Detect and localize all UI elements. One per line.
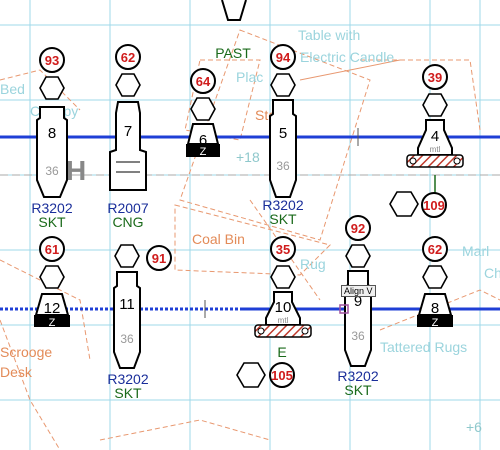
svg-text:SKT: SKT	[344, 382, 372, 398]
svg-text:105: 105	[271, 368, 293, 383]
fixture-6[interactable]: 64 Z 6	[186, 68, 220, 158]
svg-text:R3202: R3202	[107, 371, 148, 387]
svg-text:R3202: R3202	[337, 368, 378, 384]
accessory-pair-105[interactable]: 105	[236, 362, 295, 388]
fixture-8-lower[interactable]: 62 Z 8	[417, 236, 453, 329]
svg-text:62: 62	[428, 242, 442, 257]
svg-text:Z: Z	[432, 317, 439, 329]
fixture-12[interactable]: 61 Z 12	[34, 236, 70, 329]
svg-text:36: 36	[351, 329, 365, 343]
ellipsoidal-spotlight-icon	[109, 101, 147, 191]
scenic-label-marl: Marl	[462, 243, 489, 259]
crosshair-icon[interactable]	[339, 304, 349, 314]
svg-text:64: 64	[196, 74, 211, 89]
scenic-label-desk: Desk	[0, 364, 33, 380]
scenic-label-table-1: Table with	[298, 27, 360, 43]
svg-text:92: 92	[351, 221, 365, 236]
ellipsoidal-spotlight-icon	[36, 106, 68, 198]
accessory-pair-109[interactable]: 109	[389, 191, 447, 218]
svg-text:10: 10	[275, 299, 292, 316]
svg-text:36: 36	[45, 164, 59, 178]
svg-text:7: 7	[124, 123, 132, 140]
channel-93: 93	[45, 53, 59, 68]
svg-text:8: 8	[48, 125, 56, 142]
fixture-5[interactable]: 94 5 36 R3202 SKT	[262, 44, 304, 227]
svg-text:62: 62	[121, 50, 135, 65]
address-plus-6: +6	[466, 419, 482, 435]
fixture-8[interactable]: 93 8 36 R3202 SKT	[31, 47, 73, 230]
ellipsoidal-spotlight-icon	[269, 99, 297, 198]
scenic-label-past: PAST	[215, 45, 251, 61]
address-plus-18: +18	[236, 149, 260, 165]
svg-text:R3202: R3202	[262, 197, 303, 213]
scenic-label-coal-bin: Coal Bin	[192, 231, 245, 247]
h-marker: H	[66, 155, 86, 186]
scenic-label-bed: Bed	[0, 81, 25, 97]
svg-text:35: 35	[276, 242, 290, 257]
fixture-7[interactable]: 62 7 R2007 CNG	[107, 44, 149, 230]
scenic-label-place: Plac	[236, 69, 263, 85]
type-skt: SKT	[38, 214, 66, 230]
fixture-9[interactable]: 92 9 36 R3202 SKT	[337, 215, 379, 398]
svg-text:9: 9	[354, 293, 362, 310]
svg-text:mtl: mtl	[278, 316, 289, 325]
svg-text:mtl: mtl	[430, 145, 441, 154]
svg-text:SKT: SKT	[114, 385, 142, 401]
svg-text:109: 109	[423, 198, 445, 213]
model-r3202: R3202	[31, 200, 72, 216]
svg-text:4: 4	[431, 128, 439, 145]
svg-text:SKT: SKT	[269, 211, 297, 227]
scenic-label-rug: Rug	[300, 256, 326, 272]
svg-text:5: 5	[279, 125, 287, 142]
svg-text:36: 36	[276, 159, 290, 173]
scenic-label-scrooge: Scrooge	[0, 344, 52, 360]
fixture-10[interactable]: 35 10 mtl	[254, 236, 312, 338]
svg-text:R2007: R2007	[107, 200, 148, 216]
fixture-11[interactable]: 91 11 36 R3202 SKT	[107, 244, 172, 401]
svg-text:11: 11	[119, 296, 135, 313]
svg-text:36: 36	[120, 332, 134, 346]
scenic-label-ch: Ch	[484, 265, 500, 281]
ellipsoidal-spotlight-icon	[113, 271, 141, 369]
svg-text:12: 12	[44, 300, 61, 317]
svg-text:8: 8	[431, 300, 439, 317]
svg-text:94: 94	[276, 50, 291, 65]
svg-text:39: 39	[428, 70, 442, 85]
partial-fixture-icon[interactable]	[221, 0, 247, 21]
scenic-label-table-2: Electric Candle	[300, 49, 394, 65]
svg-text:61: 61	[45, 242, 59, 257]
svg-text:Z: Z	[49, 317, 56, 329]
scenic-label-tattered-rugs: Tattered Rugs	[380, 339, 467, 355]
fixture-4[interactable]: 39 4 mtl	[406, 64, 464, 168]
svg-text:Z: Z	[200, 146, 207, 158]
address-e: E	[277, 344, 286, 360]
align-tooltip: Align V	[341, 285, 376, 297]
svg-text:6: 6	[199, 132, 207, 149]
svg-text:91: 91	[152, 251, 166, 266]
svg-text:CNG: CNG	[112, 214, 143, 230]
